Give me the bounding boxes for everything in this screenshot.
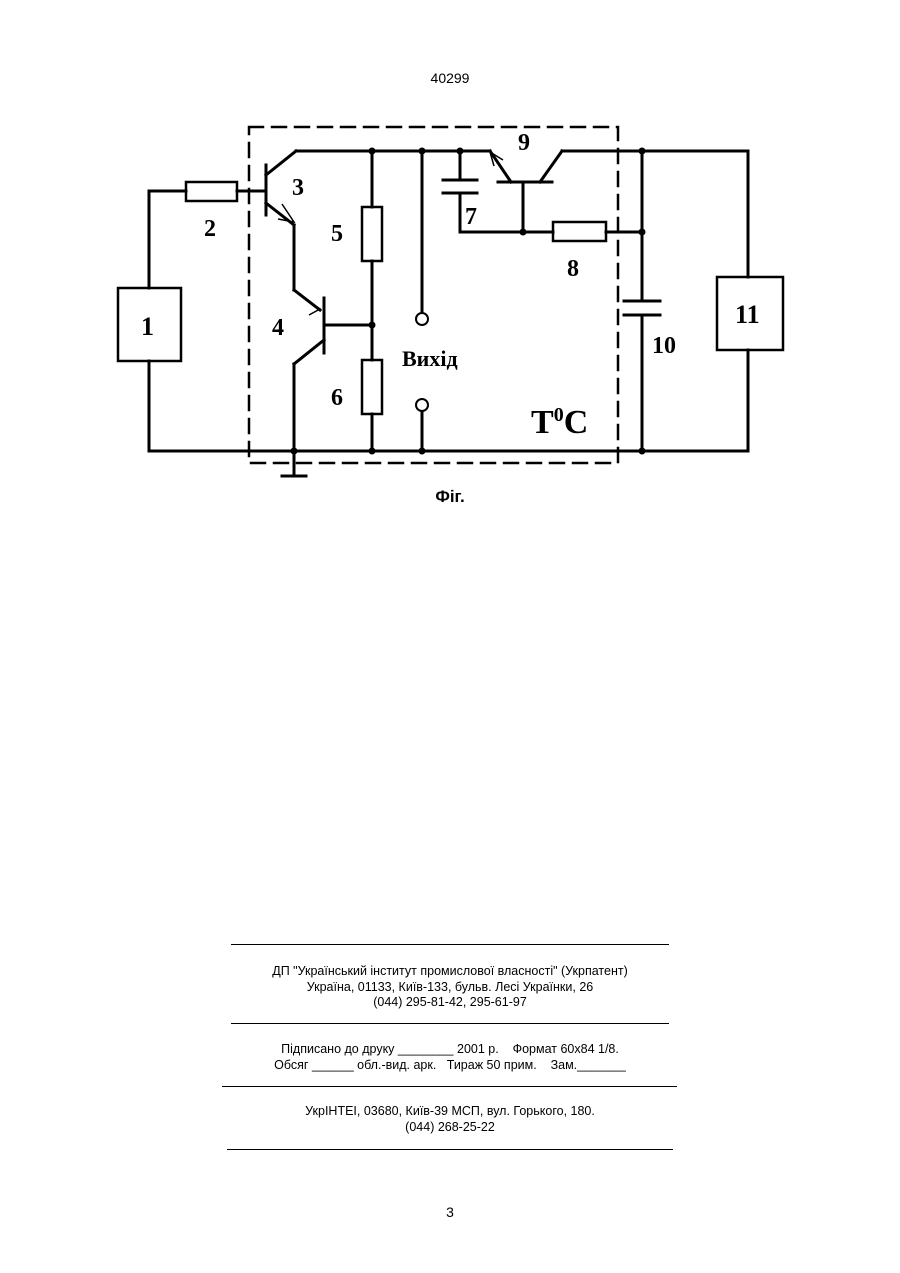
- resistor-2: [186, 182, 237, 201]
- publisher-line-3: (044) 295-81-42, 295-61-97: [0, 995, 900, 1011]
- publisher-line-2: Україна, 01133, Київ-133, бульв. Лесі Ук…: [0, 980, 900, 996]
- transistor-9-emitter: [490, 151, 511, 182]
- label-capacitor-10: 10: [652, 333, 676, 359]
- footer-divider: [231, 944, 669, 945]
- label-resistor-8: 8: [567, 256, 579, 282]
- transistor-9-collector: [540, 151, 562, 182]
- label-transistor-9: 9: [518, 130, 530, 156]
- footer-divider: [222, 1086, 677, 1087]
- footer-divider: [227, 1149, 673, 1150]
- junction-dot: [457, 148, 464, 155]
- publisher-info: ДП "Український інститут промислової вла…: [0, 964, 900, 1011]
- label-block-1: 1: [141, 312, 154, 341]
- transistor-4-collector: [294, 340, 324, 364]
- circuit-diagram: 1 2 3 4 5 6 7 8 9 10 11 Вихід T0C: [0, 0, 900, 520]
- junction-dot: [520, 229, 527, 236]
- printer-line-1: УкрІНТЕІ, 03680, Київ-39 МСП, вул. Горьк…: [0, 1104, 900, 1120]
- footer-divider: [231, 1023, 669, 1024]
- output-terminal-bottom: [416, 399, 428, 411]
- print-line-1: Підписано до друку ________ 2001 р. Форм…: [0, 1042, 900, 1058]
- junction-dot: [639, 229, 646, 236]
- junction-dot: [639, 448, 646, 455]
- junction-dot: [639, 148, 646, 155]
- junction-dot: [419, 448, 426, 455]
- print-line-2: Обсяг ______ обл.-вид. арк. Тираж 50 при…: [0, 1058, 900, 1074]
- junction-dot: [369, 448, 376, 455]
- label-resistor-6: 6: [331, 385, 343, 411]
- output-terminal-top: [416, 313, 428, 325]
- resistor-5: [362, 207, 382, 261]
- label-capacitor-7: 7: [465, 204, 477, 230]
- print-info: Підписано до друку ________ 2001 р. Форм…: [0, 1042, 900, 1073]
- label-output: Вихід: [402, 346, 458, 371]
- label-block-11: 11: [735, 300, 760, 329]
- publisher-line-1: ДП "Український інститут промислової вла…: [0, 964, 900, 980]
- printer-info: УкрІНТЕІ, 03680, Київ-39 МСП, вул. Горьк…: [0, 1104, 900, 1135]
- junction-dot: [369, 322, 376, 329]
- resistor-6: [362, 360, 382, 414]
- wire-block1-bottom: [149, 361, 748, 451]
- label-resistor-5: 5: [331, 221, 343, 247]
- wire-block1-top: [149, 191, 186, 288]
- resistor-8: [553, 222, 606, 241]
- page-number: 3: [0, 1204, 900, 1220]
- junction-dot: [369, 148, 376, 155]
- label-temperature: T0C: [531, 404, 588, 441]
- figure-caption: Фіг.: [0, 487, 900, 507]
- junction-dot: [419, 148, 426, 155]
- label-transistor-3: 3: [292, 175, 304, 201]
- transistor-3-collector: [266, 151, 296, 175]
- junction-dot: [291, 448, 298, 455]
- label-transistor-4: 4: [272, 315, 284, 341]
- label-resistor-2: 2: [204, 216, 216, 242]
- printer-line-2: (044) 268-25-22: [0, 1120, 900, 1136]
